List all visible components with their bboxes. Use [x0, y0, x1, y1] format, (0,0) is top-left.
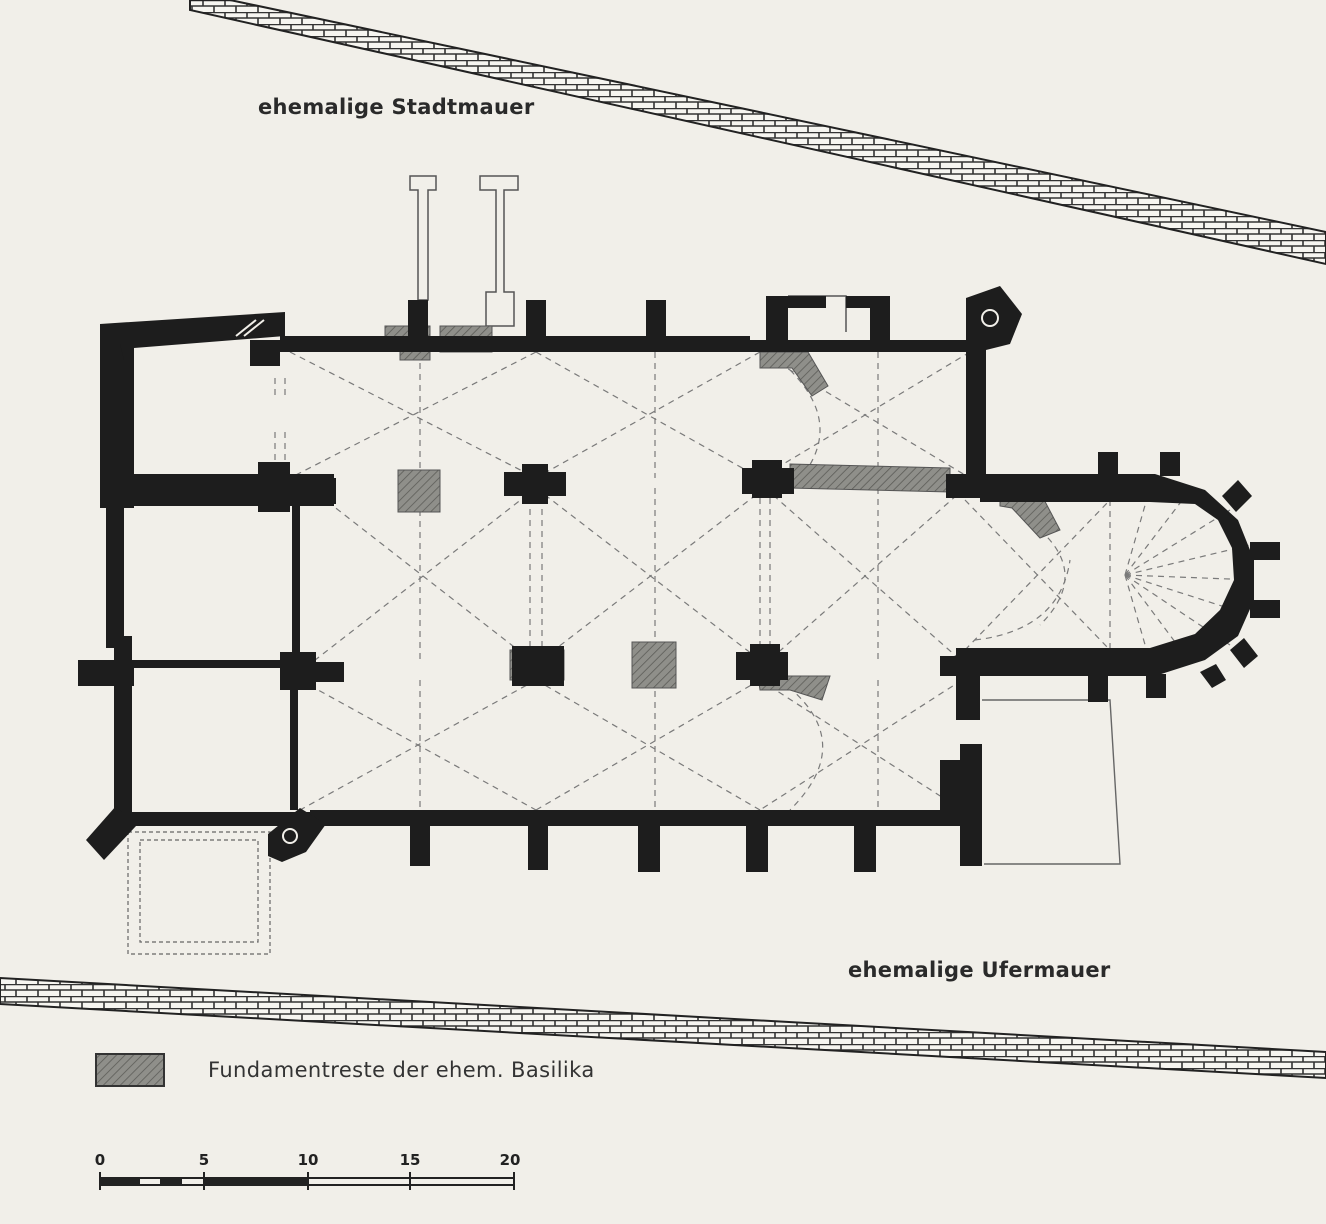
scale-tick-0: 0 [94, 1151, 106, 1169]
vault-ribs [274, 351, 1256, 811]
shore-wall-label: ehemalige Ufermauer [848, 958, 1111, 982]
legend-swatch [95, 1053, 165, 1087]
foundation-remains [384, 325, 1061, 701]
legend-text: Fundamentreste der ehem. Basilika [208, 1058, 595, 1082]
stair-turret-details [235, 309, 999, 844]
scale-tick-5: 5 [198, 1151, 210, 1169]
city-wall-band [189, 0, 1326, 266]
scale-bar [99, 1172, 515, 1190]
scale-tick-20: 20 [499, 1151, 521, 1169]
walls [78, 286, 1280, 872]
scale-tick-15: 15 [399, 1151, 421, 1169]
shore-wall-band [0, 976, 1326, 1080]
city-wall-label: ehemalige Stadtmauer [258, 95, 535, 119]
scale-tick-10: 10 [297, 1151, 319, 1169]
south-annex-outline [127, 831, 271, 955]
apse-annex-outline [982, 699, 1121, 865]
